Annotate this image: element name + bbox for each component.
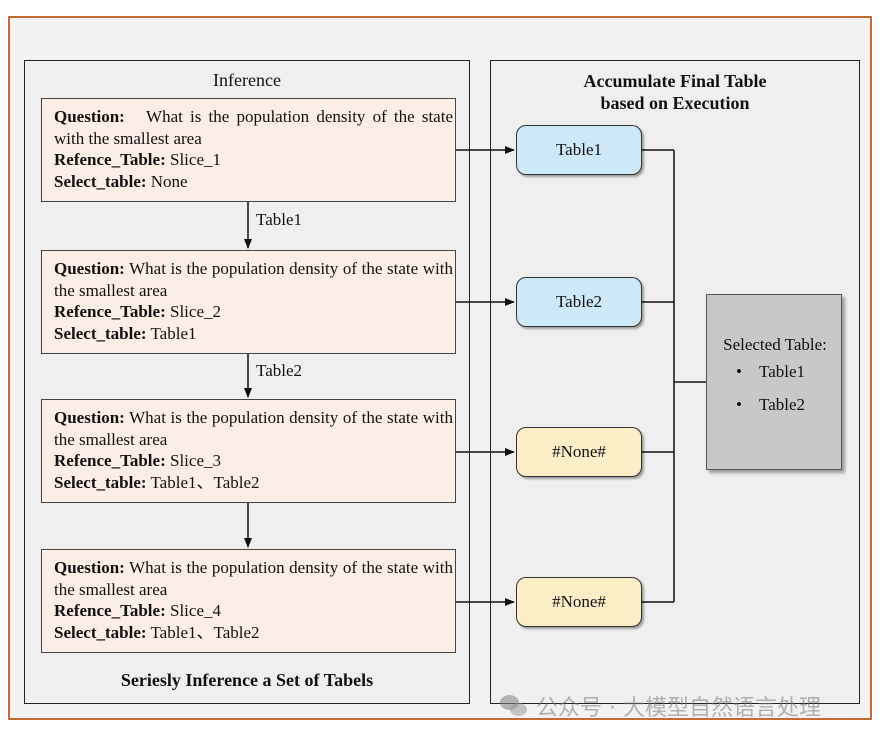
question-box-3: Question: What is the population density… — [41, 399, 456, 503]
question-label: Question: — [54, 558, 125, 577]
select-label: Select_table: — [54, 171, 147, 191]
ref-label: Refence_Table: — [54, 451, 166, 470]
question-text: What is the population density of the st… — [54, 107, 453, 148]
select-label: Select_table: — [54, 472, 147, 492]
select-value: Table1、Table2 — [150, 472, 260, 492]
selected-table-item: Table2 — [719, 388, 805, 421]
selected-table-item-label: Table2 — [759, 395, 806, 414]
selected-table-box: Selected Table: Table1 Table2 — [706, 294, 842, 470]
inference-footer: Seriesly Inference a Set of Tabels — [120, 670, 374, 690]
watermark: 公众号 · 大模型自然语言处理 — [500, 690, 821, 722]
question-label: Question: — [54, 259, 125, 278]
selected-table-list: Table1 Table2 — [719, 355, 805, 421]
selected-table-item: Table1 — [719, 355, 805, 388]
ref-value: Slice_1 — [170, 150, 221, 169]
wechat-icon — [500, 695, 528, 717]
accumulate-title-line1: Accumulate Final Table — [583, 71, 767, 91]
watermark-text: 公众号 · 大模型自然语言处理 — [536, 696, 821, 721]
select-value: None — [150, 171, 188, 191]
question-text: What is the population density of the st… — [54, 408, 453, 449]
select-label: Select_table: — [54, 323, 147, 343]
select-label: Select_table: — [54, 622, 147, 642]
question-label: Question: — [54, 107, 125, 126]
accumulate-title-line2: based on Execution — [600, 93, 750, 113]
inference-title: Inference — [213, 70, 281, 90]
question-box-4: Question: What is the population density… — [41, 549, 456, 653]
question-box-1: Question: What is the population density… — [41, 98, 456, 202]
ref-label: Refence_Table: — [54, 601, 166, 620]
question-text: What is the population density of the st… — [54, 259, 453, 300]
select-value: Table1 — [150, 323, 197, 343]
selected-table-item-label: Table1 — [759, 362, 806, 381]
selected-table-title: Selected Table: — [723, 335, 827, 354]
ref-label: Refence_Table: — [54, 150, 166, 169]
result-box-1: Table1 — [516, 125, 642, 175]
ref-value: Slice_2 — [170, 302, 221, 321]
result-box-3: #None# — [516, 427, 642, 477]
ref-label: Refence_Table: — [54, 302, 166, 321]
result-box-4: #None# — [516, 577, 642, 627]
question-label: Question: — [54, 408, 125, 427]
ref-value: Slice_3 — [170, 451, 221, 470]
arrow-label-table1: Table1 — [256, 210, 303, 229]
arrow-label-table2: Table2 — [256, 361, 303, 380]
result-box-2: Table2 — [516, 277, 642, 327]
question-text: What is the population density of the st… — [54, 558, 453, 599]
question-box-2: Question: What is the population density… — [41, 250, 456, 354]
ref-value: Slice_4 — [170, 601, 221, 620]
accumulate-title: Accumulate Final Table based on Executio… — [470, 70, 880, 114]
select-value: Table1、Table2 — [150, 622, 260, 642]
